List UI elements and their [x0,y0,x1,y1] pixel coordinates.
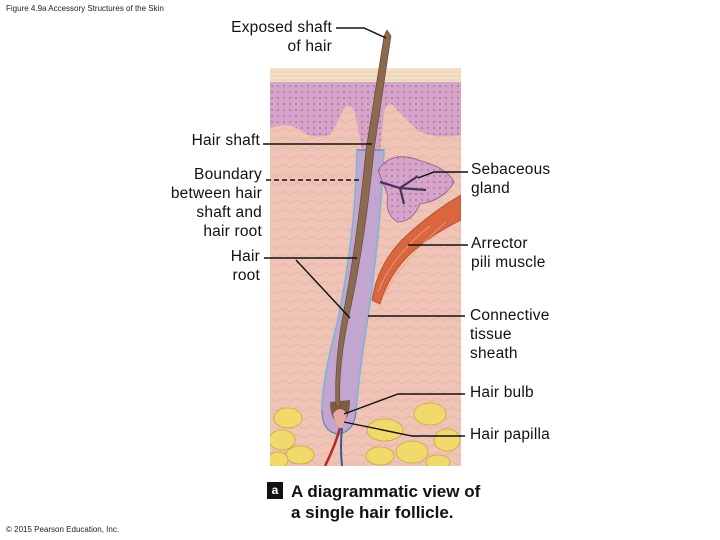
label-sebaceous-gland: Sebaceous gland [471,161,551,197]
blood-vessel [323,427,342,466]
caption-badge: a [267,482,283,499]
leader-exposed-shaft [336,27,387,39]
label-hair-shaft: Hair shaft [191,132,260,149]
label-arrector-pili: Arrector pili muscle [471,235,546,271]
hair-papilla [333,409,347,428]
fat-lobules [270,402,461,466]
leader-hair-papilla [343,421,465,437]
leader-lines [263,27,468,437]
leader-hair-bulb [343,393,465,415]
leader-hair-root-2 [295,259,351,319]
copyright: © 2015 Pearson Education, Inc. [6,525,120,534]
label-connective-tissue: Connective tissue sheath [470,307,550,362]
label-hair-root: Hair root [230,248,260,284]
leader-sebaceous [417,171,468,179]
stratum-corneum [270,68,461,82]
hair-shaft [335,29,392,407]
figure-title: Figure 4.9a Accessory Structures of the … [6,4,164,13]
label-hair-papilla: Hair papilla [470,426,550,443]
caption-text: A diagrammatic view of a single hair fol… [291,482,481,522]
label-boundary: Boundary between hair shaft and hair roo… [170,166,262,240]
label-hair-bulb: Hair bulb [470,384,534,401]
label-exposed-shaft: Exposed shaft of hair [231,19,332,55]
arrector-pili-muscle [371,194,461,305]
